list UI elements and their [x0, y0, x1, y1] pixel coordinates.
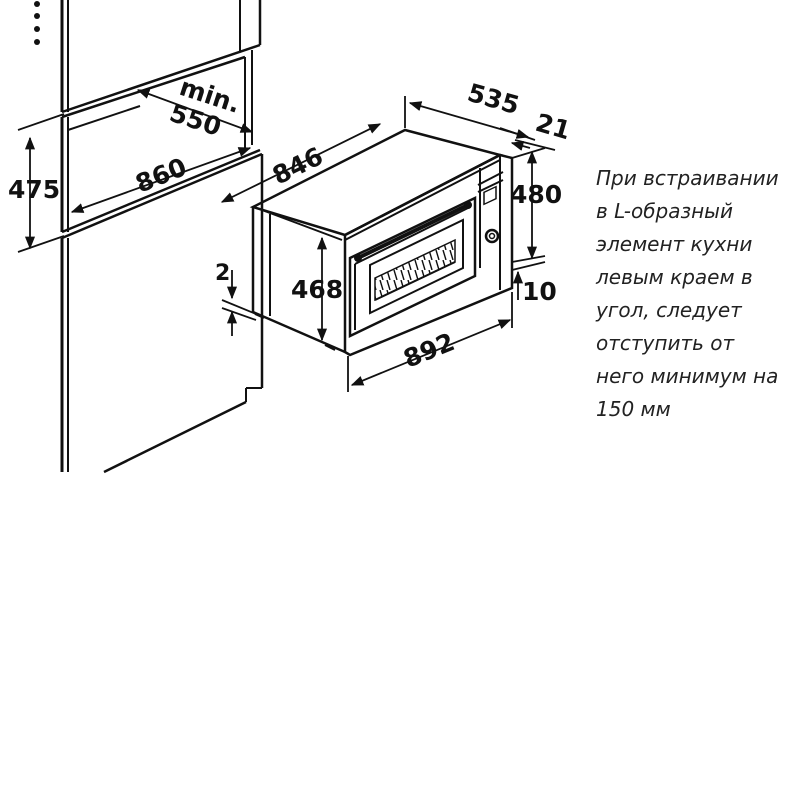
note-line: отступить от	[596, 331, 735, 355]
note-line: При встраивании	[596, 166, 779, 190]
continuation-dots	[34, 1, 40, 45]
note-line: 150 мм	[596, 397, 671, 421]
oven-door	[348, 196, 477, 338]
oven	[249, 128, 514, 357]
oven-feet	[254, 313, 336, 351]
kitchen-cabinet	[34, 0, 264, 474]
label-bottom-gap-2: 2	[215, 261, 230, 286]
label-front-width-892: 892	[399, 327, 458, 373]
installation-note: При встраивании в L-образный элемент кух…	[596, 162, 796, 426]
label-oven-depth-535: 535	[464, 78, 522, 120]
upper-cabinet	[60, 0, 262, 114]
note-line: элемент кухни	[596, 232, 753, 256]
note-line: угол, следует	[596, 298, 742, 322]
label-niche-height-475: 475	[8, 175, 60, 204]
note-line: в L-образный	[596, 199, 733, 223]
label-front-height-480: 480	[510, 180, 562, 209]
label-body-height-468: 468	[291, 275, 343, 304]
note-line: левым краем в	[596, 265, 753, 289]
dimension-lines	[17, 89, 556, 392]
oven-front-panel	[343, 153, 514, 357]
label-front-offset-10: 10	[522, 277, 557, 306]
note-line: него минимум на	[596, 364, 779, 388]
label-front-thickness-21: 21	[532, 108, 573, 145]
oven-window	[369, 218, 464, 315]
